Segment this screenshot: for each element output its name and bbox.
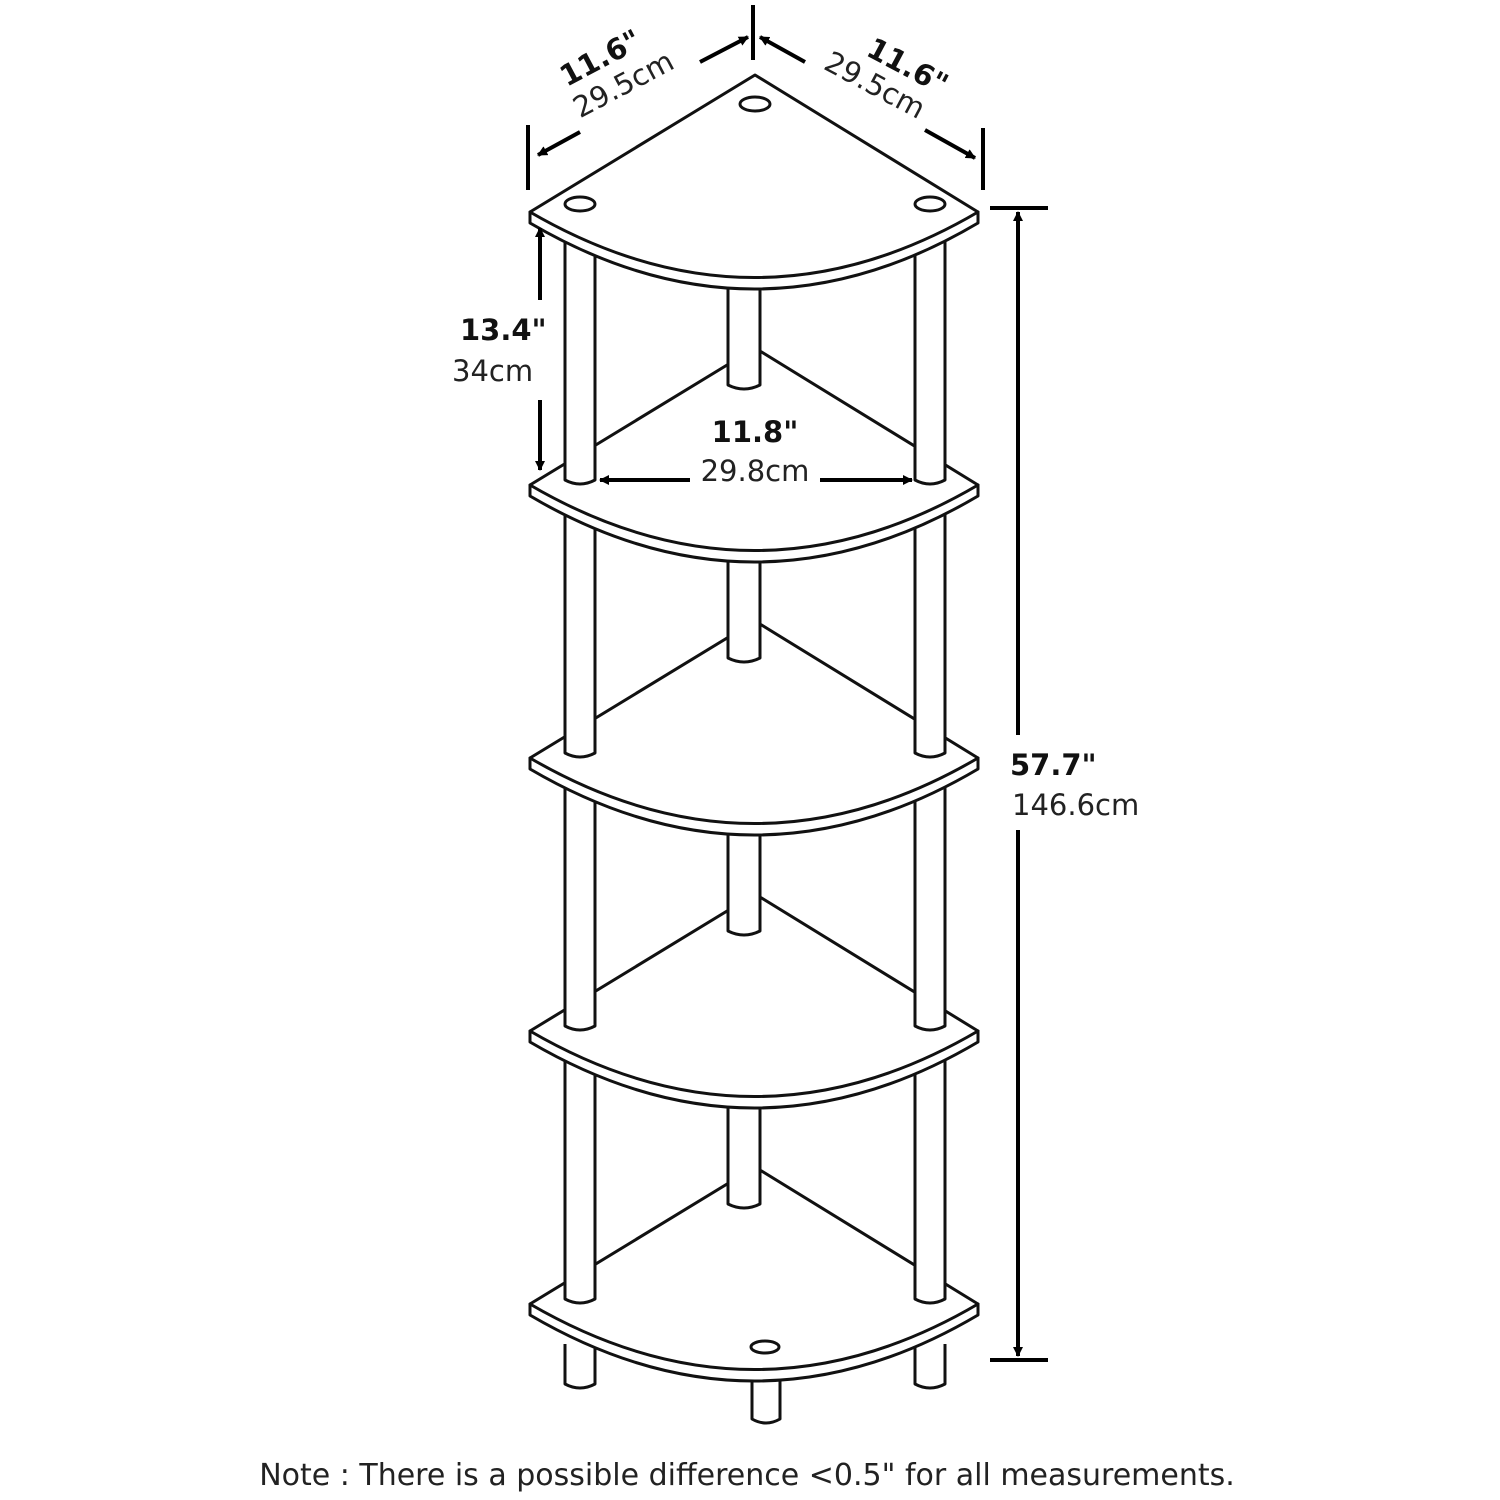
total-height-dimension: 57.7" 146.6cm bbox=[990, 206, 1139, 1362]
tier-height-cm: 34cm bbox=[452, 354, 533, 388]
left-post bbox=[563, 1061, 597, 1305]
hole-icon bbox=[749, 1339, 781, 1355]
back-post bbox=[726, 818, 762, 937]
tier-height-dimension: 13.4" 34cm bbox=[452, 227, 547, 471]
back-post bbox=[726, 545, 762, 664]
front-width-inch: 11.8" bbox=[712, 415, 799, 449]
hole-icon bbox=[563, 195, 597, 213]
corner-shelf-unit bbox=[528, 73, 980, 1425]
back-post bbox=[726, 1091, 762, 1210]
shelf-5-top bbox=[528, 1165, 980, 1371]
right-post bbox=[913, 788, 947, 1032]
foot-front bbox=[750, 1379, 782, 1425]
left-post bbox=[563, 515, 597, 759]
left-post bbox=[563, 788, 597, 1032]
shelf-1-top bbox=[528, 73, 980, 279]
front-width-cm: 29.8cm bbox=[701, 454, 810, 488]
hole-icon bbox=[738, 95, 772, 113]
total-height-inch: 57.7" bbox=[1010, 748, 1097, 782]
shelf-4-top bbox=[528, 892, 980, 1098]
front-width-dimension: 11.8" 29.8cm bbox=[599, 415, 913, 488]
right-post bbox=[913, 242, 947, 486]
hole-icon bbox=[913, 195, 947, 213]
left-post bbox=[563, 242, 597, 486]
shelf-2-top bbox=[528, 346, 980, 552]
total-height-cm: 146.6cm bbox=[1012, 788, 1139, 822]
shelf-3-top bbox=[528, 619, 980, 825]
right-post bbox=[913, 1061, 947, 1305]
foot-right bbox=[913, 1344, 947, 1390]
foot-left bbox=[563, 1344, 597, 1390]
back-post bbox=[726, 272, 762, 391]
measurement-note: Note : There is a possible difference <0… bbox=[259, 1458, 1235, 1493]
tier-height-inch: 13.4" bbox=[460, 313, 547, 347]
right-post bbox=[913, 515, 947, 759]
